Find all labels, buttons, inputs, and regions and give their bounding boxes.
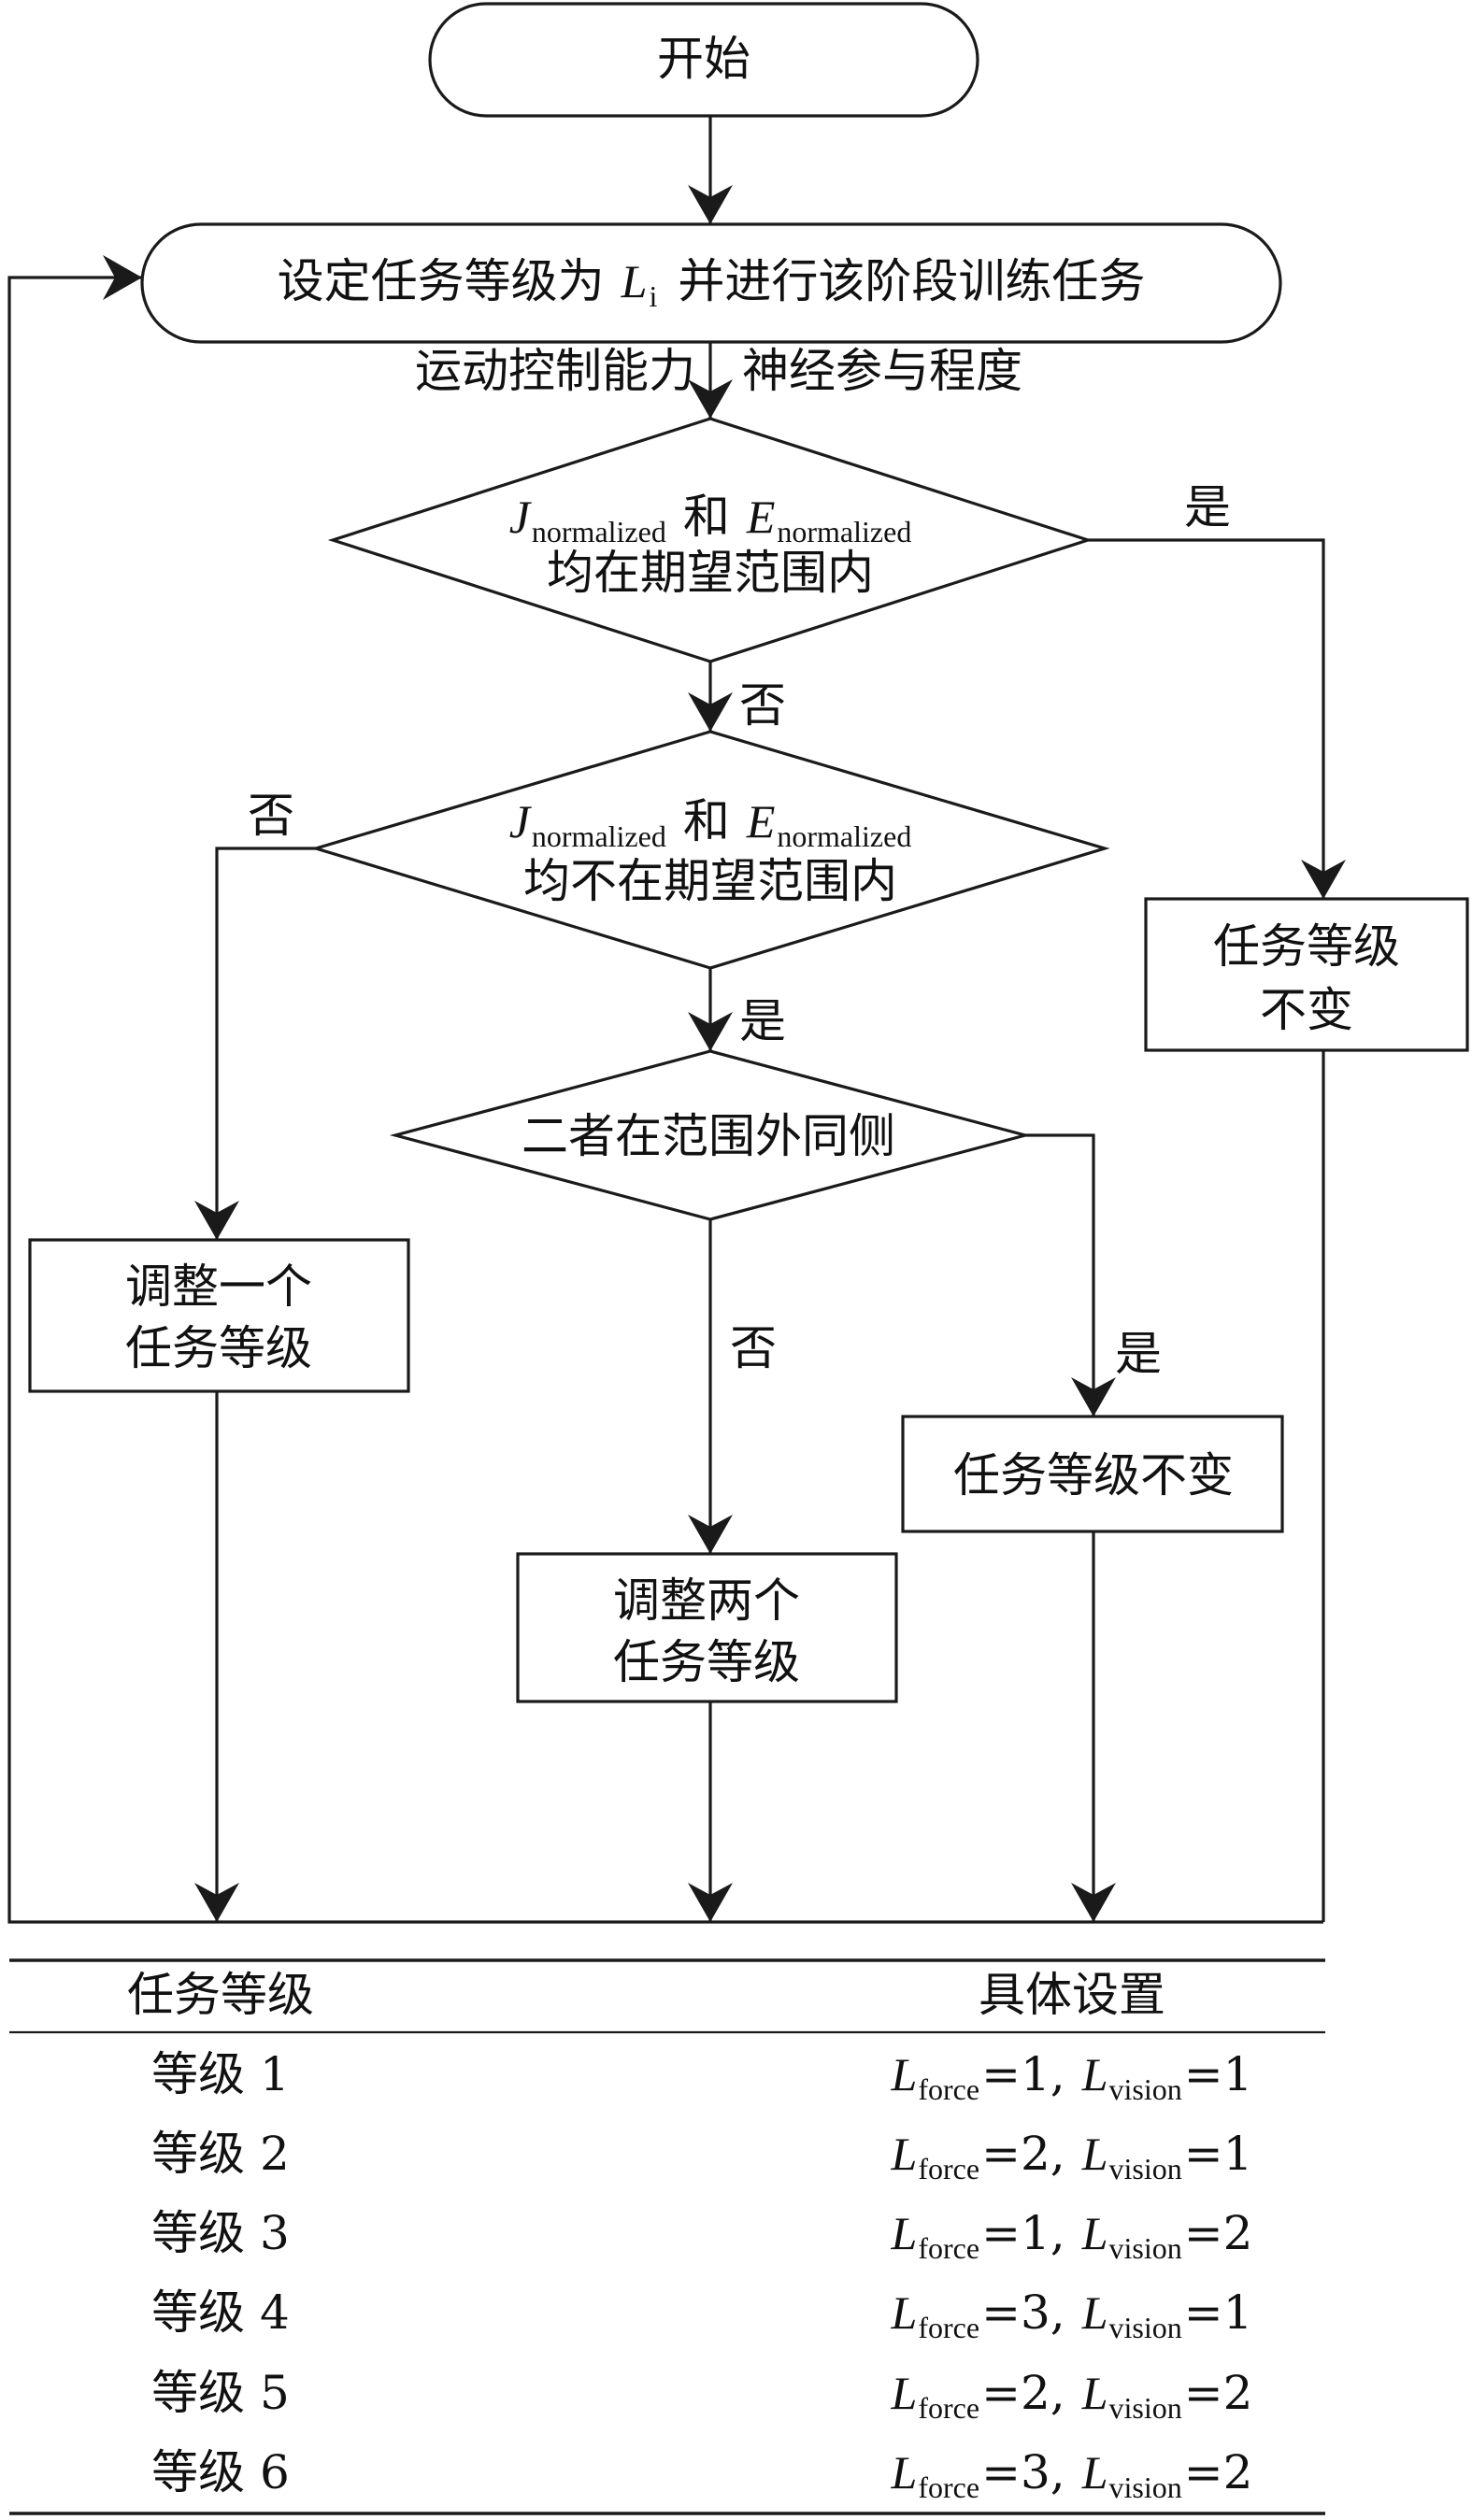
yes-label-d1: 是 [1184,480,1231,534]
table-cell-settings: Lforce=3,Lvision=1 [891,2285,1253,2344]
table-row: 等级 4 Lforce=3,Lvision=1 [151,2285,1252,2344]
table-row: 等级 2 Lforce=2,Lvision=1 [151,2127,1252,2185]
box-adjust-one-line2: 任务等级 [125,1321,312,1375]
table-row: 等级 5 Lforce=2,Lvision=2 [151,2366,1252,2425]
table-cell-level: 等级 6 [151,2445,290,2499]
box-adjust-two-line2: 任务等级 [613,1635,800,1689]
table-row: 等级 6 Lforce=3,Lvision=2 [151,2445,1252,2504]
table-cell-level: 等级 2 [151,2127,290,2181]
table-cell-level: 等级 4 [151,2285,290,2340]
box-adjust-one-line1: 调整一个 [125,1260,312,1314]
yes-label-d3: 是 [1115,1327,1162,1381]
box-adjust-one [28,1238,410,1393]
table-row: 等级 3 Lforce=1,Lvision=2 [151,2206,1252,2265]
no-label-d2: 否 [248,789,294,843]
box-unchanged-right [1144,897,1469,1052]
neural-engagement-label: 神经参与程度 [742,344,1022,398]
start-terminal [428,2,979,118]
no-label-d1: 否 [739,678,786,733]
table-cell-settings: Lforce=2,Lvision=2 [891,2366,1253,2425]
start-label: 开始 [657,32,750,86]
motor-control-label: 运动控制能力 [415,344,695,398]
yes-label-d2: 是 [739,994,786,1048]
decision2-line2: 均不在期望范围内 [523,854,897,908]
decision3-label: 二者在范围外同侧 [522,1109,895,1163]
arrowheads [103,185,1346,1922]
table-cell-settings: Lforce=3,Lvision=2 [891,2445,1253,2504]
table-cell-settings: Lforce=2,Lvision=1 [891,2127,1253,2185]
box-unchanged-mid-label: 任务等级不变 [953,1448,1234,1502]
decision1-line2: 均在期望范围内 [547,546,874,600]
table-cell-settings: Lforce=1,Lvision=2 [891,2206,1253,2265]
table-header-level: 任务等级 [127,1968,314,2022]
table-cell-level: 等级 1 [151,2047,290,2101]
table-header-settings: 具体设置 [979,1968,1165,2022]
box-adjust-two [516,1552,898,1703]
box-unchanged-right-line2: 不变 [1260,983,1353,1037]
table-cell-settings: Lforce=1,Lvision=1 [891,2047,1253,2106]
no-label-d3: 否 [730,1321,777,1375]
table-cell-level: 等级 3 [151,2206,290,2260]
table-rows: 等级 1 Lforce=1,Lvision=1 等级 2 Lforce=2,Lvisi… [151,2047,1252,2504]
table-cell-level: 等级 5 [151,2366,290,2420]
level-table: 任务等级 具体设置 等级 1 Lforce=1,Lvision=1 等级 2 Lfor… [9,1958,1325,2515]
table-row: 等级 1 Lforce=1,Lvision=1 [151,2047,1252,2106]
box-unchanged-right-line1: 任务等级 [1213,919,1400,974]
box-unchanged-mid [901,1415,1284,1533]
box-adjust-two-line1: 调整两个 [613,1573,800,1628]
decision-outside-range [310,730,1110,970]
